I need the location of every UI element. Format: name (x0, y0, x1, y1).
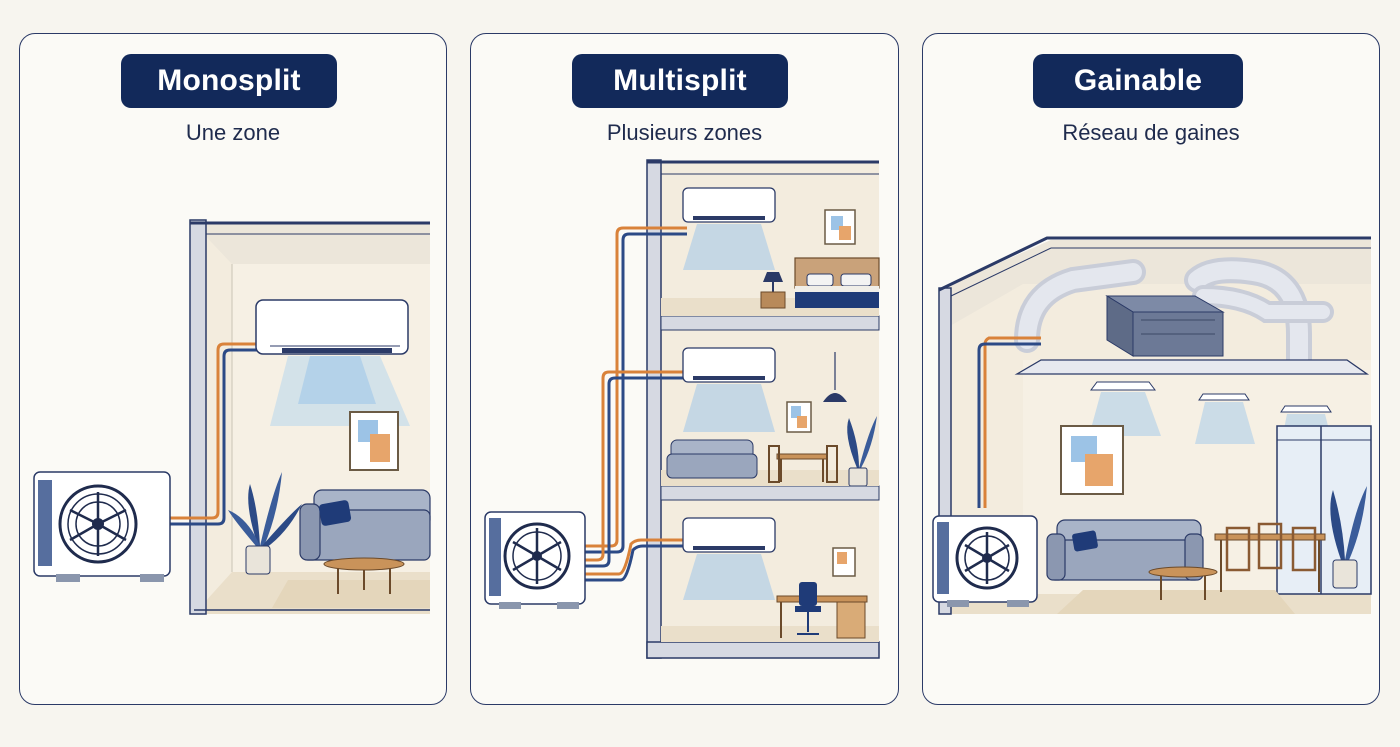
refrigerant-pipes (583, 226, 687, 582)
plant-icon (847, 416, 877, 487)
panel-subtitle-gainable: Réseau de gaines (1062, 120, 1240, 145)
dining-table (1214, 522, 1326, 592)
outdoor-unit-icon (484, 511, 586, 609)
multisplit-illustration (484, 159, 880, 659)
rug (272, 580, 430, 608)
bed-icon (794, 257, 880, 308)
gainable-illustration (932, 236, 1372, 615)
outdoor-unit-icon (33, 471, 171, 582)
panel-title-gainable: Gainable (1033, 54, 1243, 108)
refrigerant-pipes (170, 342, 260, 526)
monosplit-illustration (33, 219, 431, 615)
panel-monosplit: Monosplit Une zone (19, 33, 447, 705)
wall-split-unit-icon (682, 517, 776, 553)
panel-title-multisplit: Multisplit (572, 54, 788, 108)
panel-multisplit: Multisplit Plusieurs zones (470, 33, 899, 705)
wall-split-unit-icon (682, 347, 776, 383)
ducted-unit-icon (1105, 295, 1225, 357)
picture-frame-icon (786, 401, 812, 433)
coffee-table (323, 557, 405, 594)
ceiling-cassette-icon (1090, 381, 1332, 413)
picture-frame-icon (832, 547, 856, 577)
panel-title-monosplit: Monosplit (121, 54, 337, 108)
desk-icon (776, 582, 868, 639)
panel-subtitle-multisplit: Plusieurs zones (606, 120, 763, 145)
picture-frame-icon (1060, 425, 1124, 495)
sofa-icon (666, 439, 758, 479)
false-ceiling (1014, 359, 1370, 375)
duct-icon (1014, 257, 1334, 373)
wall-split-unit-icon (682, 187, 776, 223)
coffee-table (1148, 566, 1218, 600)
refrigerant-pipes (977, 336, 1041, 508)
picture-frame-icon (824, 209, 856, 245)
panel-subtitle-monosplit: Une zone (185, 120, 281, 145)
sofa-icon (299, 489, 431, 561)
cold-air-flow (683, 224, 775, 270)
picture-frame-icon (349, 411, 399, 471)
outdoor-unit-icon (932, 515, 1038, 607)
dining-table (768, 445, 838, 483)
plant-icon (1330, 486, 1367, 589)
cold-air-flow (270, 356, 410, 426)
rug (1057, 590, 1295, 614)
cold-air-flow (683, 384, 775, 432)
wall-split-unit-icon (255, 299, 409, 355)
pendant-lamp-icon (823, 352, 847, 402)
plant-icon (228, 472, 302, 575)
lamp-icon (760, 272, 786, 309)
panel-gainable: Gainable Réseau de gaines (922, 33, 1380, 705)
cold-air-flow (683, 554, 775, 600)
